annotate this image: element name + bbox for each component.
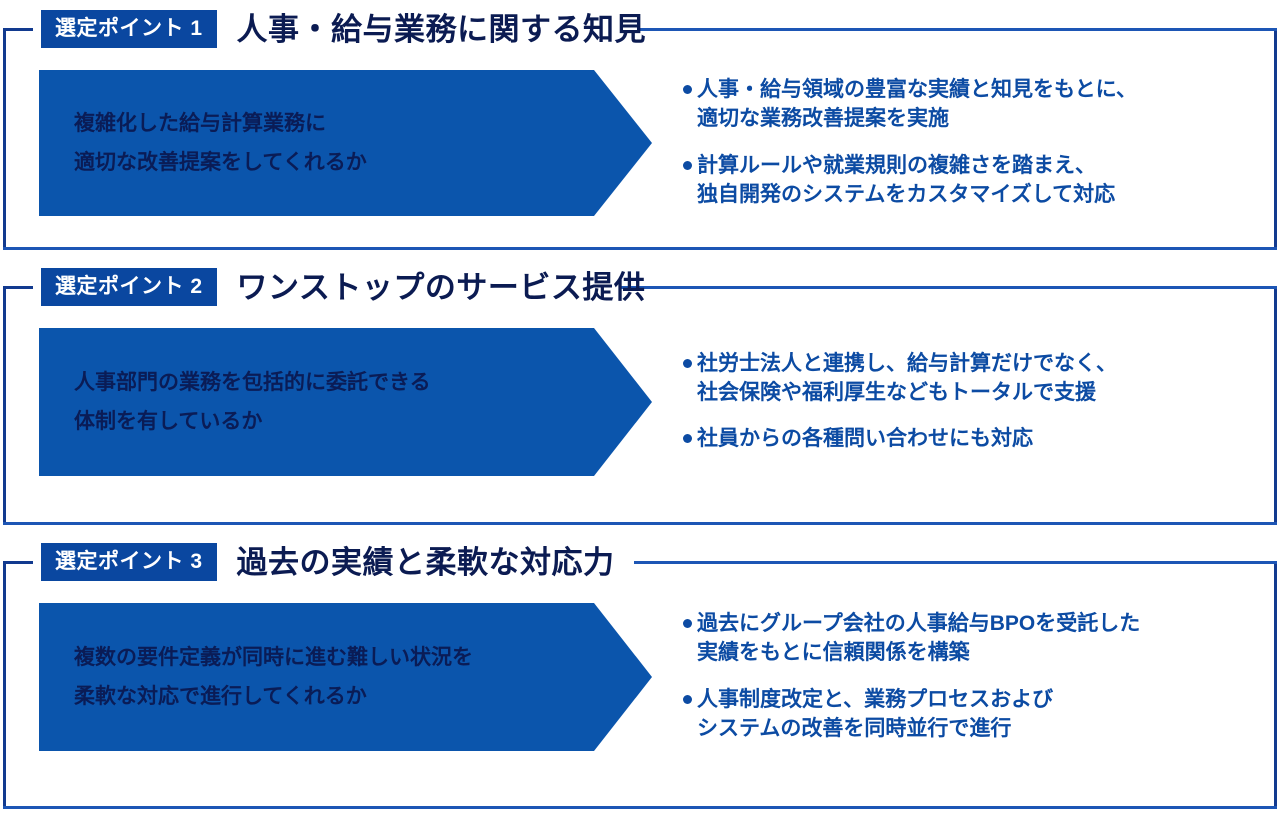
section-badge: 選定ポイント 2 [41,268,217,306]
frame-left-stub [3,286,33,289]
list-item: 人事・給与領域の豊富な実績と知見をもとに、 適切な業務改善提案を実施 [683,76,1137,134]
frame-left-edge [3,561,6,809]
selection-point-section-3: 選定ポイント 3 過去の実績と柔軟な対応力 複数の要件定義が同時に進む難しい状況… [0,533,1280,817]
list-item: 社員からの各種問い合わせにも対応 [683,425,1117,454]
question-line: 複数の要件定義が同時に進む難しい状況を [74,646,473,669]
frame-left-edge [3,286,6,525]
frame-top-rule [640,28,1277,31]
question-line: 体制を有しているか [74,410,263,433]
frame-top-rule [634,561,1277,564]
answer-bullet-list: 過去にグループ会社の人事給与BPOを受託した 実績をもとに信頼関係を構築 人事制… [683,599,1140,755]
section-header: 選定ポイント 3 過去の実績と柔軟な対応力 [0,533,615,591]
question-line: 人事部門の業務を包括的に委託できる [74,371,431,394]
section-title: 過去の実績と柔軟な対応力 [236,544,615,580]
question-arrow: 人事部門の業務を包括的に委託できる 体制を有しているか [39,328,652,476]
list-item: 計算ルールや就業規則の複雑さを踏まえ、 独自開発のシステムをカスタマイズして対応 [683,152,1137,210]
answer-text: 人事・給与領域の豊富な実績と知見をもとに、 適切な業務改善提案を実施 [697,78,1137,131]
section-body: 複数の要件定義が同時に進む難しい状況を 柔軟な対応で進行してくれるか 過去にグル… [0,603,1280,751]
question-arrow: 複雑化した給与計算業務に 適切な改善提案をしてくれるか [39,70,652,216]
section-header: 選定ポイント 1 人事・給与業務に関する知見 [0,0,646,58]
list-item: 過去にグループ会社の人事給与BPOを受託した 実績をもとに信頼関係を構築 [683,610,1140,668]
list-item: 社労士法人と連携し、給与計算だけでなく、 社会保険や福利厚生などもトータルで支援 [683,350,1117,408]
frame-left-stub [3,561,33,564]
question-line: 複雑化した給与計算業務に [74,112,326,135]
answer-bullet-list: 社労士法人と連携し、給与計算だけでなく、 社会保険や福利厚生などもトータルで支援… [683,331,1117,473]
section-body: 人事部門の業務を包括的に委託できる 体制を有しているか 社労士法人と連携し、給与… [0,328,1280,476]
bullet-dot-icon [683,434,692,444]
question-line: 適切な改善提案をしてくれるか [74,151,367,174]
answer-text: 人事制度改定と、業務プロセスおよび システムの改善を同時並行で進行 [697,688,1054,740]
section-title: 人事・給与業務に関する知見 [236,11,647,47]
list-item: 人事制度改定と、業務プロセスおよび システムの改善を同時並行で進行 [683,686,1140,744]
answer-text: 社員からの各種問い合わせにも対応 [697,427,1033,451]
question-line: 柔軟な対応で進行してくれるか [74,685,367,708]
bullet-dot-icon [683,695,692,704]
selection-point-section-2: 選定ポイント 2 ワンストップのサービス提供 人事部門の業務を包括的に委託できる… [0,258,1280,533]
section-badge: 選定ポイント 1 [41,10,217,48]
section-header: 選定ポイント 2 ワンストップのサービス提供 [0,258,645,316]
bullet-dot-icon [683,619,692,629]
frame-bottom-edge [3,806,1277,809]
frame-right-edge [1274,561,1277,809]
question-arrow: 複数の要件定義が同時に進む難しい状況を 柔軟な対応で進行してくれるか [39,603,652,751]
section-title: ワンストップのサービス提供 [236,269,646,305]
frame-right-edge [1274,28,1277,250]
selection-point-section-1: 選定ポイント 1 人事・給与業務に関する知見 複雑化した給与計算業務に 適切な改… [0,0,1280,258]
bullet-dot-icon [683,85,692,95]
frame-top-rule [619,286,1277,289]
section-body: 複雑化した給与計算業務に 適切な改善提案をしてくれるか 人事・給与領域の豊富な実… [0,70,1280,216]
frame-left-edge [3,28,6,250]
frame-right-edge [1274,286,1277,525]
bullet-dot-icon [683,358,692,368]
answer-text: 社労士法人と連携し、給与計算だけでなく、 社会保険や福利厚生などもトータルで支援 [697,351,1117,404]
frame-bottom-edge [3,522,1277,525]
section-badge: 選定ポイント 3 [41,543,217,581]
frame-left-stub [3,28,33,31]
answer-text: 過去にグループ会社の人事給与BPOを受託した 実績をもとに信頼関係を構築 [697,612,1141,665]
answer-text: 計算ルールや就業規則の複雑さを踏まえ、 独自開発のシステムをカスタマイズして対応 [697,154,1116,206]
frame-bottom-edge [3,247,1277,250]
answer-bullet-list: 人事・給与領域の豊富な実績と知見をもとに、 適切な業務改善提案を実施 計算ルール… [683,65,1137,221]
bullet-dot-icon [683,161,692,170]
